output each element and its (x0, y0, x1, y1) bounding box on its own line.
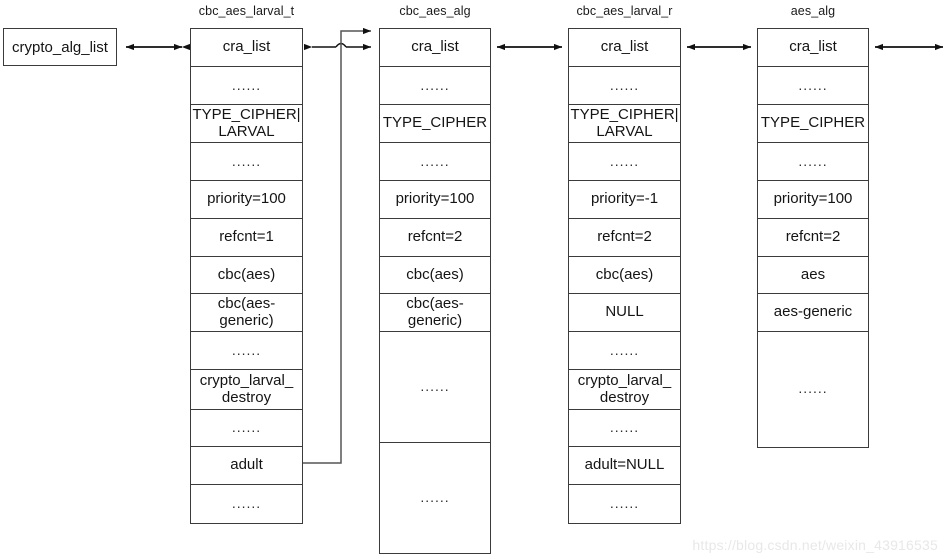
field-cell[interactable]: refcnt=1 (191, 219, 302, 257)
field-cell[interactable]: ...... (191, 143, 302, 181)
field-cell[interactable]: aes (758, 257, 868, 294)
field-cell[interactable]: ...... (569, 332, 680, 370)
field-cell[interactable]: ...... (569, 410, 680, 447)
column-title-cbc-aes-larval-r: cbc_aes_larval_r (576, 4, 673, 18)
field-cell[interactable]: ...... (191, 410, 302, 447)
field-cell[interactable]: crypto_larval_ destroy (569, 370, 680, 410)
field-cell[interactable]: ...... (380, 143, 490, 181)
connector-adult-to-cbc-aes-alg (303, 27, 372, 464)
field-cell[interactable]: refcnt=2 (380, 219, 490, 257)
node-crypto-alg-list[interactable]: crypto_alg_list (3, 28, 117, 66)
field-cell[interactable]: priority=100 (380, 181, 490, 219)
field-cell[interactable]: ...... (380, 332, 490, 443)
field-cell[interactable]: cra_list (380, 29, 490, 67)
field-cell[interactable]: aes-generic (758, 294, 868, 332)
field-cell[interactable]: refcnt=2 (569, 219, 680, 257)
struct-cbc-aes-alg: cra_list......TYPE_CIPHER......priority=… (379, 28, 491, 554)
field-cell[interactable]: ...... (191, 332, 302, 370)
struct-aes-alg: cra_list......TYPE_CIPHER......priority=… (757, 28, 869, 448)
field-cell[interactable]: ...... (569, 143, 680, 181)
column-title-cbc-aes-alg: cbc_aes_alg (399, 4, 471, 18)
field-cell[interactable]: TYPE_CIPHER (380, 105, 490, 143)
struct-cbc-aes-larval-t: cra_list......TYPE_CIPHER| LARVAL......p… (190, 28, 303, 524)
watermark: https://blog.csdn.net/weixin_43916535 (692, 537, 938, 553)
field-cell[interactable]: TYPE_CIPHER| LARVAL (191, 105, 302, 143)
field-cell[interactable]: ...... (231, 494, 262, 511)
field-cell[interactable]: crypto_larval_ destroy (191, 370, 302, 410)
column-title-aes-alg: aes_alg (790, 4, 836, 18)
field-cell[interactable]: cra_list (758, 29, 868, 67)
struct-cbc-aes-larval-r: cra_list......TYPE_CIPHER| LARVAL......p… (568, 28, 681, 524)
field-cell[interactable]: priority=100 (758, 181, 868, 219)
node-crypto-alg-list-label: crypto_alg_list (12, 38, 108, 56)
field-cell[interactable]: ...... (569, 67, 680, 105)
field-cell[interactable]: priority=100 (191, 181, 302, 219)
field-cell[interactable]: ...... (420, 488, 450, 505)
field-cell[interactable]: cbc(aes) (569, 257, 680, 294)
field-cell[interactable]: priority=-1 (569, 181, 680, 219)
field-cell[interactable]: adult (191, 447, 302, 485)
column-title-cbc-aes-larval-t: cbc_aes_larval_t (198, 4, 295, 18)
field-cell[interactable]: ...... (798, 380, 828, 397)
field-cell[interactable]: adult=NULL (569, 447, 680, 485)
field-cell[interactable]: TYPE_CIPHER (758, 105, 868, 143)
field-cell[interactable]: cbc(aes- generic) (191, 294, 302, 332)
field-cell[interactable]: refcnt=2 (758, 219, 868, 257)
field-cell[interactable]: cra_list (569, 29, 680, 67)
field-cell[interactable]: ...... (758, 67, 868, 105)
field-cell[interactable]: ...... (191, 67, 302, 105)
field-cell[interactable]: cbc(aes) (380, 257, 490, 294)
field-cell[interactable]: ...... (380, 67, 490, 105)
field-cell[interactable]: cbc(aes) (191, 257, 302, 294)
field-cell[interactable]: ...... (758, 143, 868, 181)
field-cell[interactable]: ...... (609, 494, 640, 511)
field-cell[interactable]: cra_list (191, 29, 302, 67)
field-cell[interactable]: TYPE_CIPHER| LARVAL (569, 105, 680, 143)
field-cell[interactable]: NULL (569, 294, 680, 332)
connector-larval-t-to-alg (303, 42, 372, 51)
field-cell[interactable]: cbc(aes- generic) (380, 294, 490, 332)
